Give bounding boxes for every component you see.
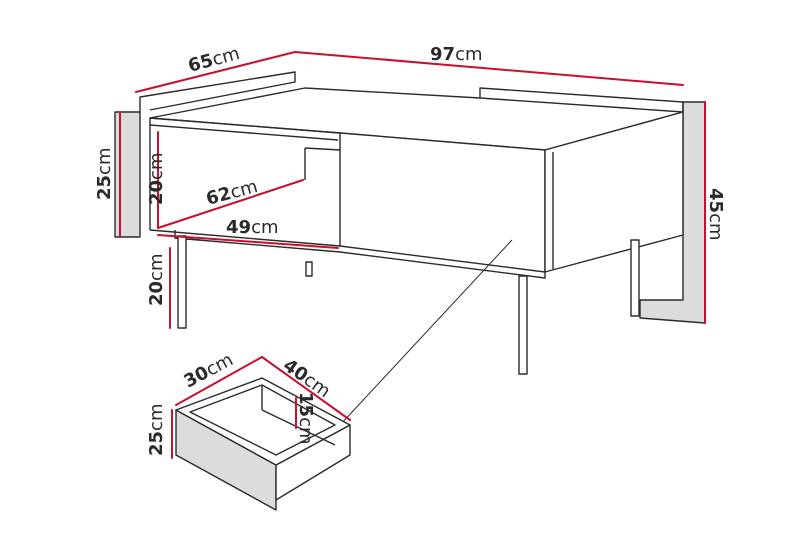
top-front-edge: [149, 117, 341, 134]
label-width: 97cm: [430, 44, 483, 65]
shelf-floor: [149, 229, 341, 247]
label-shelf-height: 20cm: [146, 153, 167, 206]
drawer-front: [339, 132, 546, 273]
label-drawer-inner-height: 15cm: [295, 392, 316, 445]
label-body-height: 25cm: [94, 148, 115, 201]
table-drawing: [114, 71, 706, 426]
leg-front-right: [518, 275, 528, 375]
dimension-lines: [119, 51, 706, 459]
dim-line-width: [294, 51, 684, 86]
label-shelf-width: 62cm: [204, 176, 260, 210]
leg-back-right: [630, 239, 640, 317]
label-drawer-height: 25cm: [146, 404, 167, 457]
label-leg-height: 20cm: [146, 254, 167, 307]
dim-line-shelf-width: [157, 179, 304, 229]
dim-line-drawer-depth: [261, 356, 351, 421]
leg-back-left: [305, 261, 313, 277]
drawer-detail-drawing: [175, 377, 351, 511]
shelf-back-edge: [304, 147, 341, 151]
label-shelf-depth: 49cm: [226, 217, 279, 238]
right-carcass: [544, 111, 684, 273]
left-side-panel: [114, 111, 141, 238]
dim-line-drawer-width: [175, 356, 263, 406]
back-left-wall: [139, 71, 296, 112]
drawer-box-inner: [189, 384, 336, 456]
label-total-height: 45cm: [705, 188, 726, 241]
back-right-wall: [479, 87, 684, 112]
drawer-leader-line: [339, 239, 513, 426]
leg-front-left: [177, 235, 187, 329]
top-inner-back: [149, 124, 339, 141]
dim-line-shelf-depth: [157, 234, 339, 249]
dim-line-depth: [135, 51, 296, 93]
drawer-inner-edge-2: [261, 409, 336, 446]
